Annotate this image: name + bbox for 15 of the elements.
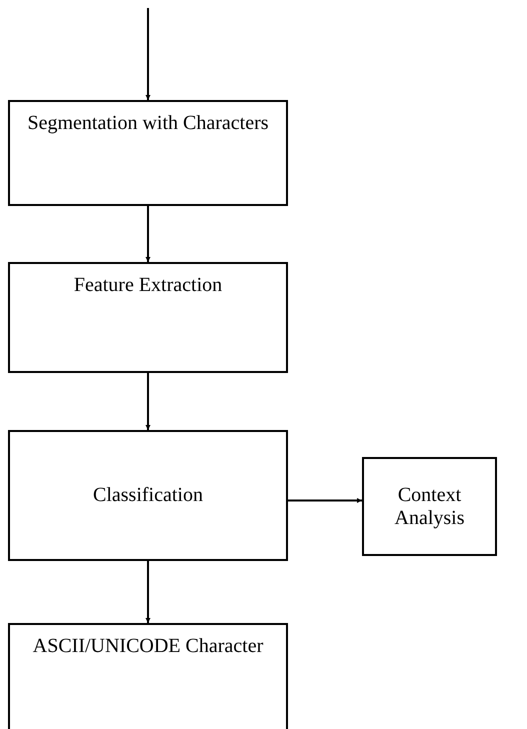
arrow xyxy=(146,561,150,623)
process-box xyxy=(8,430,288,561)
process-box xyxy=(8,262,288,373)
process-box xyxy=(8,100,288,206)
box-label: Segmentation with Characters xyxy=(27,112,269,135)
box-label: ASCII/UNICODE Character xyxy=(32,635,264,658)
arrow xyxy=(146,206,150,262)
box-label: Context Analysis xyxy=(394,484,466,530)
process-box xyxy=(8,623,288,729)
arrow xyxy=(288,498,362,503)
arrow xyxy=(146,8,150,100)
box-label: Classification xyxy=(93,484,203,507)
box-label: Feature Extraction xyxy=(74,274,222,297)
process-box xyxy=(362,457,497,556)
arrow xyxy=(146,373,150,430)
